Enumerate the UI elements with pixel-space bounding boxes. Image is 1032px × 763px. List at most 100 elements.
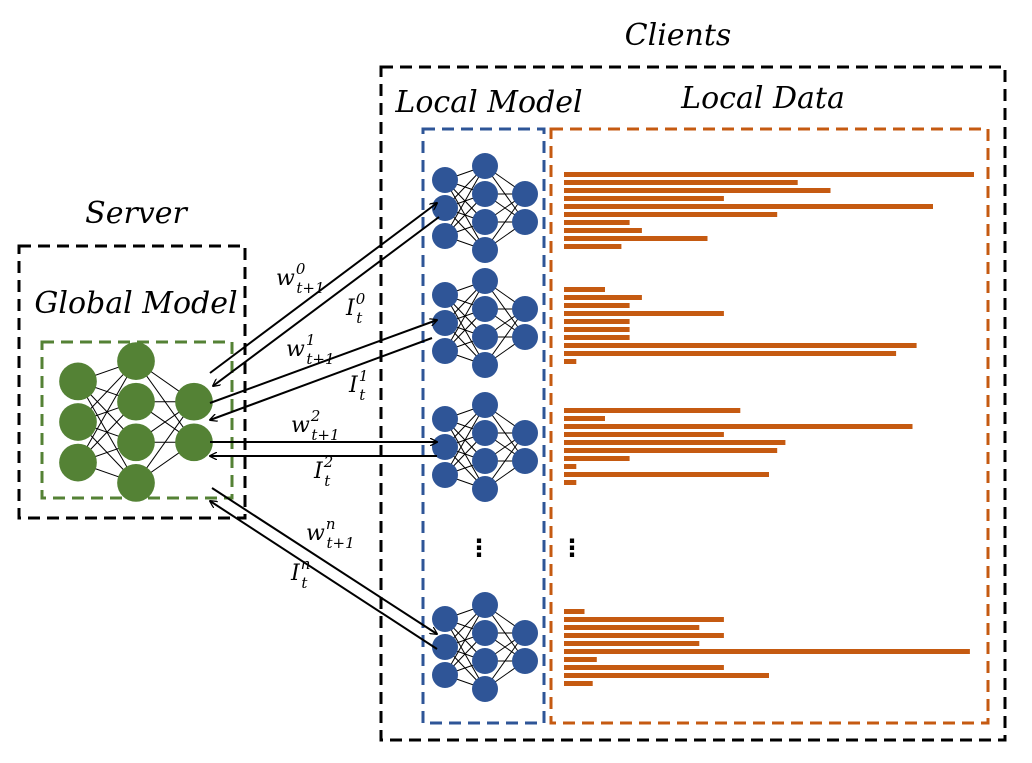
network-node	[512, 181, 538, 207]
network-node	[432, 662, 458, 688]
data-bar	[564, 657, 597, 662]
network-node	[432, 195, 458, 221]
network-node	[59, 403, 97, 441]
local-data-frame	[549, 127, 990, 725]
data-bar	[564, 319, 630, 324]
data-bar	[564, 641, 700, 646]
network-node	[472, 268, 498, 294]
network-node	[472, 620, 498, 646]
network-node	[432, 462, 458, 488]
data-bar	[564, 681, 593, 686]
network-node	[472, 296, 498, 322]
communication-arrows	[209, 203, 440, 650]
data-bar	[564, 448, 778, 453]
data-bar	[564, 220, 630, 225]
network-node	[59, 362, 97, 401]
local-model-frame	[421, 127, 546, 725]
data-bar	[564, 196, 724, 201]
data-bar	[564, 424, 913, 429]
data-bar	[564, 343, 917, 348]
data-bar	[564, 440, 786, 445]
network-node	[432, 223, 458, 249]
client-data-2	[564, 408, 913, 485]
network-node	[472, 420, 498, 446]
server-title: Server	[85, 196, 188, 231]
network-edge	[77, 360, 137, 463]
network-node	[432, 282, 458, 308]
network-node	[175, 423, 213, 462]
data-bar	[564, 408, 741, 413]
data-bar	[564, 665, 724, 670]
network-node	[472, 237, 498, 263]
network-node	[472, 648, 498, 674]
network-node	[472, 592, 498, 618]
data-bar	[564, 432, 724, 437]
data-bar	[564, 244, 622, 249]
local-model-networks	[432, 153, 538, 702]
network-node	[432, 606, 458, 632]
data-bar	[564, 649, 970, 654]
data-bar	[564, 472, 769, 477]
neural-network-client-3	[432, 592, 538, 702]
data-bar	[564, 625, 700, 630]
arrow-upload-1	[210, 337, 433, 420]
network-node	[117, 382, 155, 421]
data-ellipsis: ⋮	[560, 534, 584, 562]
neural-network-server	[59, 342, 213, 502]
data-bar	[564, 456, 630, 461]
network-node	[432, 167, 458, 193]
network-node	[512, 448, 538, 474]
arrow-download-n	[211, 487, 437, 634]
network-node	[432, 434, 458, 460]
neural-network-client-2	[432, 392, 538, 502]
network-node	[117, 423, 155, 462]
network-node	[472, 392, 498, 418]
client-data-3	[564, 609, 970, 686]
client-data-0	[564, 172, 974, 249]
network-node	[432, 338, 458, 364]
arrow-download-1	[209, 320, 437, 404]
network-node	[512, 420, 538, 446]
network-edge	[444, 404, 486, 476]
network-node	[432, 634, 458, 660]
data-bar	[564, 464, 577, 469]
neural-network-client-0	[432, 153, 538, 263]
network-node	[472, 209, 498, 235]
neural-network-client-1	[432, 268, 538, 378]
data-bar	[564, 236, 708, 241]
network-edge	[444, 280, 486, 352]
network-node	[512, 296, 538, 322]
data-bar	[564, 359, 577, 364]
data-bar	[564, 212, 778, 217]
clients-frame	[379, 65, 1007, 742]
network-node	[472, 352, 498, 378]
local-data-bars	[564, 172, 974, 686]
local-model-title: Local Model	[394, 85, 582, 120]
network-node	[472, 476, 498, 502]
network-edge	[444, 604, 486, 676]
arrow-download-0	[209, 203, 437, 374]
data-bar	[564, 351, 897, 356]
network-node	[472, 324, 498, 350]
server-frame	[17, 244, 247, 520]
data-bar	[564, 609, 585, 614]
global-model-title: Global Model	[34, 286, 237, 321]
network-node	[472, 181, 498, 207]
arrow-upload-0	[213, 216, 440, 386]
network-edge	[444, 165, 486, 237]
data-bar	[564, 416, 605, 421]
network-node	[432, 406, 458, 432]
data-bar	[564, 311, 724, 316]
clients-title: Clients	[625, 18, 732, 53]
data-bar	[564, 335, 630, 340]
data-bar	[564, 188, 831, 193]
data-bar	[564, 673, 769, 678]
network-node	[472, 448, 498, 474]
